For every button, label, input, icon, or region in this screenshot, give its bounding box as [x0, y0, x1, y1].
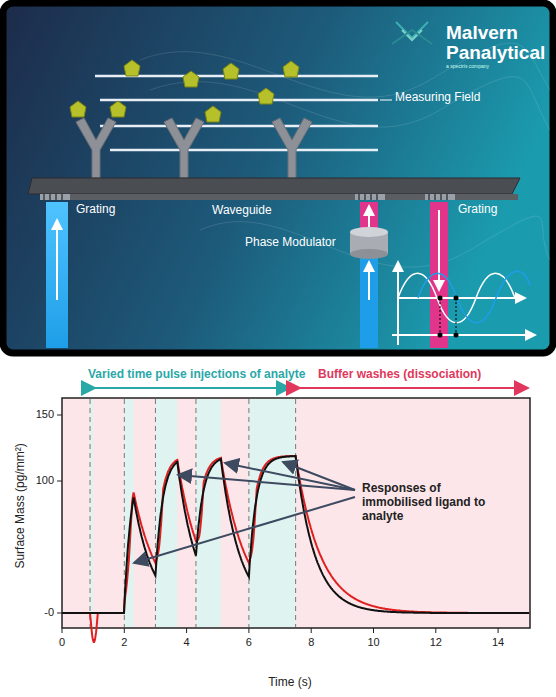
callout-text: Responses of immobilised ligand to analy…	[362, 482, 512, 523]
x-tick	[311, 628, 312, 633]
x-tick	[435, 628, 436, 633]
plot-area	[62, 398, 530, 628]
x-tick-label: 12	[430, 636, 442, 649]
y-tick-label: 100	[36, 474, 54, 487]
y-tick	[57, 415, 62, 416]
fit-curve	[62, 456, 529, 613]
injection-band	[90, 399, 93, 627]
divider	[248, 399, 249, 627]
axis-ticks	[57, 415, 498, 633]
y-tick-label: -0	[44, 606, 54, 619]
axis-title: Surface Mass (pg/mm²)	[13, 443, 27, 568]
callout-arrows	[134, 462, 355, 563]
x-tick-label: 8	[308, 636, 314, 649]
phase-dividers	[90, 399, 296, 627]
logo-text: Malvern Panalytical	[446, 23, 556, 63]
y-tick	[57, 613, 62, 614]
divider	[195, 399, 196, 627]
grating-lines	[44, 194, 447, 200]
logo-mark	[392, 22, 432, 44]
light-path	[60, 195, 445, 199]
measuring-field	[95, 76, 378, 150]
x-tick-label: 14	[492, 636, 504, 649]
logo-subtext: a spectris company	[446, 64, 489, 70]
divider	[90, 399, 91, 627]
wash-span	[300, 387, 528, 389]
part-label: Waveguide	[212, 204, 272, 218]
span-label: Varied time pulse injections of analyte	[88, 368, 305, 382]
measured-curve	[62, 456, 529, 642]
x-tick-label: 0	[59, 636, 65, 649]
input-beam	[46, 202, 68, 348]
x-tick	[124, 628, 125, 633]
x-tick-label: 10	[367, 636, 379, 649]
interference-inset	[392, 262, 535, 345]
phase-modulator-symbol	[350, 227, 388, 259]
leader	[380, 100, 392, 101]
part-label: Grating	[76, 203, 115, 217]
y-tick-label: 150	[36, 408, 54, 421]
span-label: Buffer washes (dissociation)	[318, 368, 481, 382]
injection-span	[95, 387, 290, 389]
x-tick	[373, 628, 374, 633]
part-label: Phase Modulator	[245, 236, 336, 250]
response-curves	[62, 456, 529, 642]
x-tick	[186, 628, 187, 633]
divider	[155, 399, 156, 627]
part-label: Measuring Field	[395, 91, 480, 105]
gratings	[40, 194, 455, 200]
divider	[295, 399, 296, 627]
x-tick-label: 6	[246, 636, 252, 649]
x-tick	[62, 628, 63, 633]
injection-bands	[90, 399, 296, 627]
substrate	[48, 194, 518, 200]
x-tick	[248, 628, 249, 633]
injection-band	[155, 399, 177, 627]
y-tick	[57, 481, 62, 482]
antibodies	[76, 118, 312, 178]
axis-title: Time (s)	[268, 676, 312, 690]
x-tick-label: 4	[184, 636, 190, 649]
x-tick-label: 2	[121, 636, 127, 649]
reference-beam	[360, 252, 378, 348]
waveguide	[28, 178, 520, 194]
part-label: Grating	[458, 203, 497, 217]
analyte-molecules	[70, 60, 299, 122]
x-tick	[498, 628, 499, 633]
